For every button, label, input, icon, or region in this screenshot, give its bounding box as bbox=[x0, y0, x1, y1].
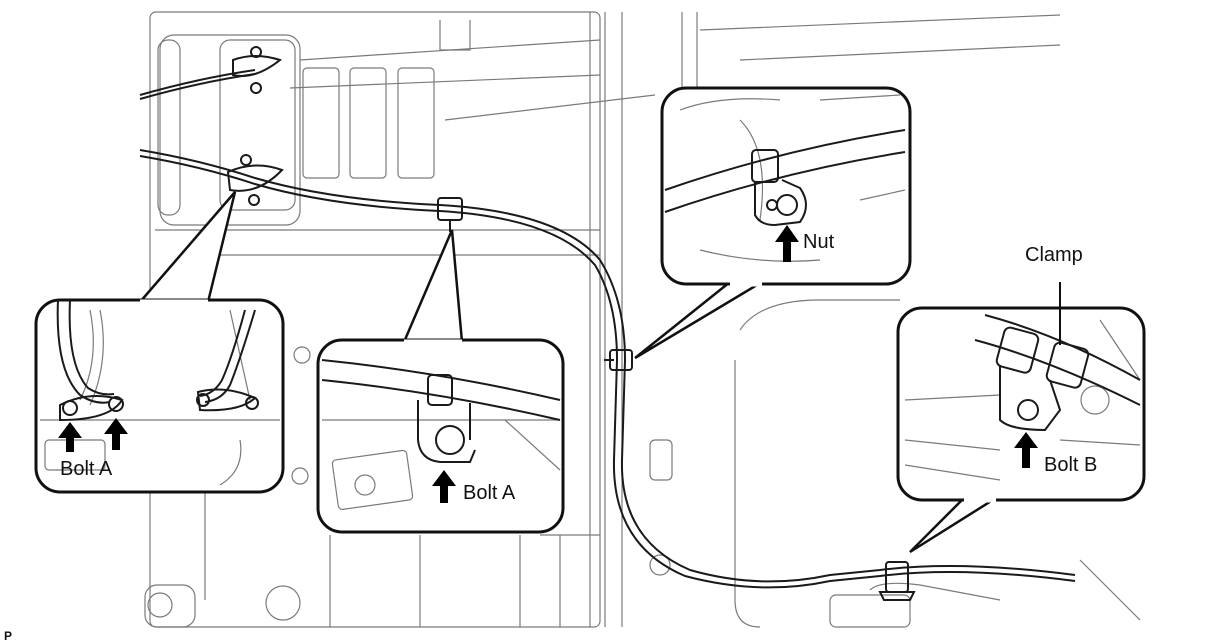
lower-bracket bbox=[226, 154, 284, 206]
bolt-a-arrow-left-2 bbox=[104, 418, 128, 450]
center-cable-clip bbox=[437, 197, 463, 232]
lower-cable-clip bbox=[878, 561, 916, 601]
clamp-label: Clamp bbox=[1025, 244, 1083, 266]
bolt-b-arrow bbox=[1014, 432, 1038, 468]
nut-arrow bbox=[775, 225, 799, 262]
bolt-a-label-left: Bolt A bbox=[60, 458, 113, 480]
figure-code: P bbox=[4, 629, 12, 643]
callout-center-bolt-a: Bolt A bbox=[316, 229, 565, 534]
parking-brake-cable-main bbox=[139, 149, 1076, 589]
body-panel-background bbox=[144, 11, 1141, 628]
callout-top-right-nut: Nut bbox=[634, 86, 912, 360]
callout-left-bolt-a: Bolt A bbox=[34, 191, 285, 494]
callout-bottom-right-bolt-b: Bolt B Clamp bbox=[896, 244, 1146, 554]
bolt-b-label: Bolt B bbox=[1044, 454, 1097, 476]
upper-bracket bbox=[232, 46, 283, 94]
bolt-a-arrow-center bbox=[432, 470, 456, 503]
right-cable-clip bbox=[604, 349, 633, 371]
bolt-a-arrow-left-1 bbox=[58, 422, 82, 452]
nut-label: Nut bbox=[803, 231, 835, 253]
parking-brake-cable-upper bbox=[139, 69, 256, 100]
bolt-a-label-center: Bolt A bbox=[463, 482, 516, 504]
